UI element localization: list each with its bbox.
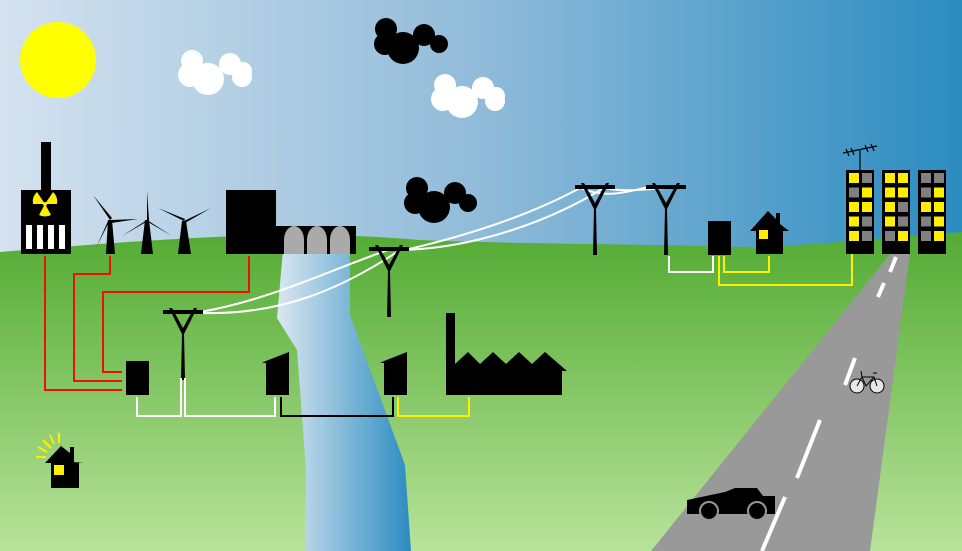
- nuclear-plant: [21, 142, 71, 254]
- dark-window: [898, 202, 908, 212]
- hydro-power-plant: [226, 190, 356, 254]
- dark-window: [862, 216, 872, 227]
- lit-window: [934, 202, 944, 212]
- lit-window: [921, 202, 931, 212]
- dark-window: [862, 231, 872, 241]
- road: [651, 253, 910, 551]
- river: [277, 250, 411, 551]
- car-icon: [687, 488, 775, 521]
- dark-window: [885, 231, 895, 241]
- generation-feeder-lines: [44, 256, 250, 391]
- wind-turbine-icon: [93, 195, 138, 254]
- apartment-buildings: [846, 170, 946, 254]
- lit-window: [849, 173, 859, 183]
- radiation-icon: [32, 192, 58, 217]
- house-icon: [750, 211, 789, 254]
- dark-window: [921, 187, 931, 198]
- dark-window: [862, 173, 872, 183]
- wind-turbine-icon: [158, 208, 211, 254]
- dark-window: [921, 216, 931, 227]
- lit-window: [862, 202, 872, 212]
- road-lane-markings: [760, 256, 898, 551]
- substation: [708, 221, 731, 255]
- factory: [446, 313, 567, 395]
- transformer-station: [262, 352, 289, 395]
- sunshine-rays: [36, 433, 60, 458]
- lit-window: [885, 187, 895, 198]
- dark-window: [934, 173, 944, 183]
- distribution-lines: [136, 254, 853, 417]
- dark-window: [921, 173, 931, 183]
- lit-window: [898, 173, 908, 183]
- dam-arches: [284, 226, 350, 254]
- dark-window: [921, 231, 931, 241]
- bicycle-icon: [849, 370, 885, 394]
- lit-window: [934, 216, 944, 227]
- lit-window: [885, 173, 895, 183]
- white-cloud-icon: [178, 50, 252, 95]
- lit-window: [934, 231, 944, 241]
- substation: [126, 361, 149, 395]
- lit-window: [885, 216, 895, 227]
- transformer-station: [380, 352, 407, 395]
- lit-window: [898, 231, 908, 241]
- solar-house-icon: [36, 433, 84, 488]
- black-cloud-icon: [374, 18, 448, 64]
- lit-window: [934, 187, 944, 198]
- sun-icon: [20, 22, 96, 98]
- lit-window: [849, 231, 859, 241]
- lit-window: [849, 216, 859, 227]
- lit-window: [898, 187, 908, 198]
- dark-window: [898, 216, 908, 227]
- antenna-icon: [842, 143, 878, 170]
- lit-window: [849, 202, 859, 212]
- white-cloud-icon: [431, 74, 505, 118]
- dark-window: [849, 187, 859, 198]
- black-cloud-icon: [404, 177, 477, 223]
- wind-turbine-icon: [122, 191, 172, 254]
- lit-window: [885, 202, 895, 212]
- lit-window: [862, 187, 872, 198]
